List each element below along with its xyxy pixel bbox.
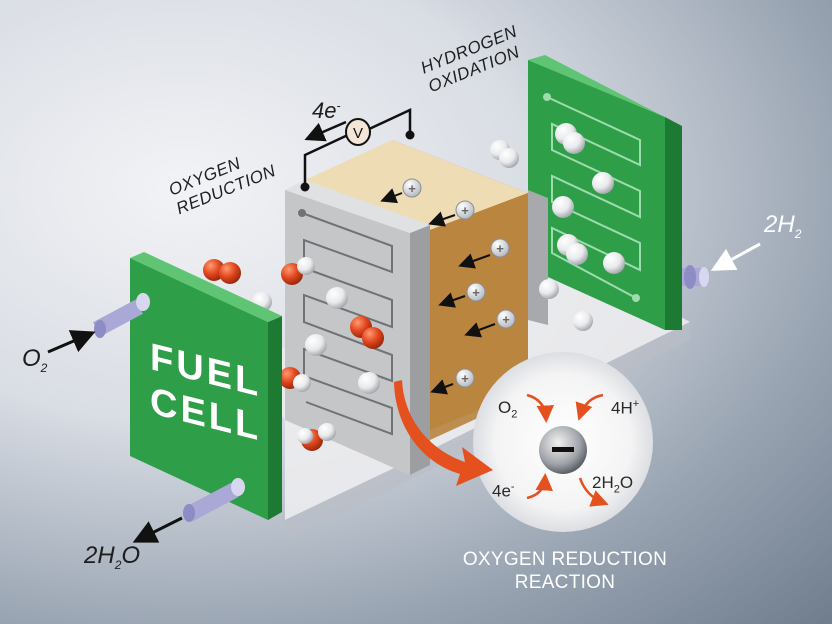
svg-text:+: + — [472, 285, 480, 300]
oxygen-inlet-pipe — [93, 293, 150, 338]
svg-text:+: + — [461, 371, 469, 386]
hydrogen-ion: + — [464, 309, 516, 338]
cathode-flow-plate — [130, 252, 282, 520]
oxygen-molecules — [203, 257, 384, 451]
voltmeter-symbol: V — [353, 125, 363, 142]
reaction-electrons-label: 4e- — [492, 481, 515, 501]
hydrogen-ion: + — [380, 178, 422, 204]
electron-count-label: 4e- — [312, 98, 341, 123]
cathode-terminal — [300, 182, 310, 192]
hydrogen-ion: + — [428, 200, 475, 227]
reaction-water-label: 2H2O — [592, 473, 634, 496]
external-circuit — [303, 108, 412, 185]
hydrogen-ions: + + + + + + — [380, 178, 516, 395]
reaction-caption: OXYGEN REDUCTION REACTION — [462, 549, 668, 593]
voltmeter: V — [345, 118, 371, 146]
hydrogen-in-arrow — [710, 242, 761, 271]
water-out-arrow — [132, 516, 183, 543]
svg-text:+: + — [496, 241, 504, 256]
electron-flow-arrow — [304, 120, 347, 142]
oxygen-in-arrow — [47, 330, 96, 354]
water-output-label: 2H2O — [84, 542, 141, 572]
hydrogen-ion: + — [458, 238, 510, 269]
anode-electrode — [528, 190, 548, 325]
svg-text:+: + — [461, 203, 469, 218]
anode-terminal — [405, 130, 415, 140]
cathode-flow-channel — [298, 209, 393, 436]
reaction-zoom — [473, 352, 653, 532]
reaction-oxygen-label: O2 — [498, 398, 518, 421]
negative-charge-sign — [552, 447, 574, 452]
svg-text:+: + — [408, 181, 416, 196]
hydrogen-inlet-pipe — [682, 265, 709, 289]
oxygen-input-label: O2 — [22, 345, 48, 375]
svg-text:+: + — [502, 312, 510, 327]
reaction-protons-label: 4H+ — [611, 398, 640, 418]
zoom-arrow — [394, 380, 493, 486]
cathode-electrode — [285, 180, 430, 475]
hydrogen-molecules — [490, 123, 625, 331]
hydrogen-ion: + — [438, 282, 486, 308]
water-outlet-pipe — [183, 478, 245, 522]
hydrogen-ion: + — [430, 368, 475, 395]
hydrogen-input-label: 2H2 — [764, 211, 802, 241]
